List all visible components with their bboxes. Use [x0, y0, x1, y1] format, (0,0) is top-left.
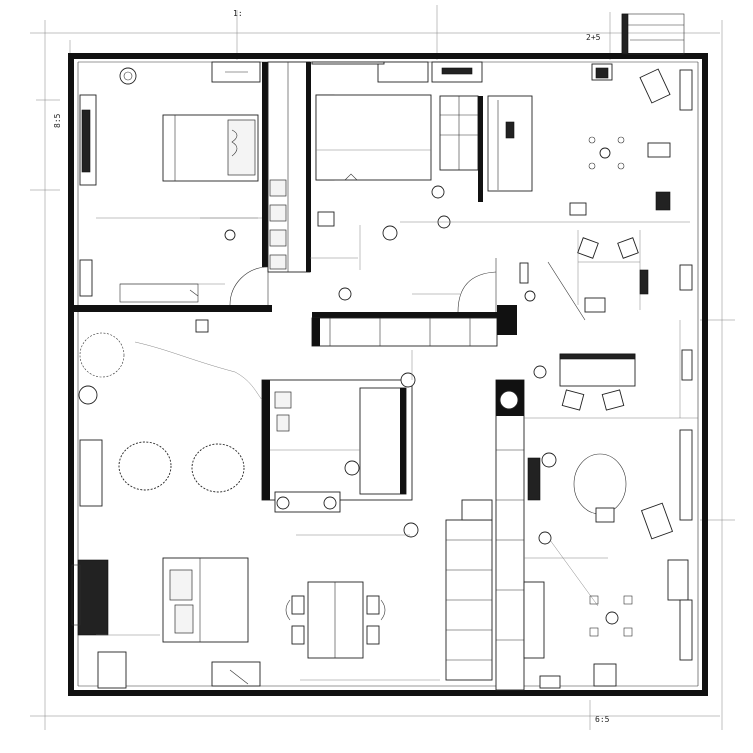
desk: [559, 353, 636, 387]
bar-counter: [311, 225, 517, 347]
kitchen-area: [311, 61, 613, 241]
top-right-room: [400, 68, 693, 381]
round-rug: [573, 453, 627, 515]
office-area: [524, 320, 698, 687]
dimension-label-top-left: 1:: [233, 9, 243, 18]
round-table: [191, 443, 245, 493]
dimension-label-bottom-right: 6:5: [595, 715, 610, 724]
round-table: [118, 441, 172, 491]
dimension-label-left: 8:5: [53, 113, 62, 128]
living-room: [78, 319, 419, 538]
exterior-walls: [68, 13, 708, 696]
central-stair: [445, 379, 561, 691]
dimension-label-top-right: 2+5: [586, 33, 601, 42]
dining-table: [285, 581, 386, 659]
study-area: [71, 557, 261, 689]
bedroom: [72, 61, 272, 312]
reference-hairlines: [96, 217, 440, 681]
plant-icon: [119, 67, 137, 85]
